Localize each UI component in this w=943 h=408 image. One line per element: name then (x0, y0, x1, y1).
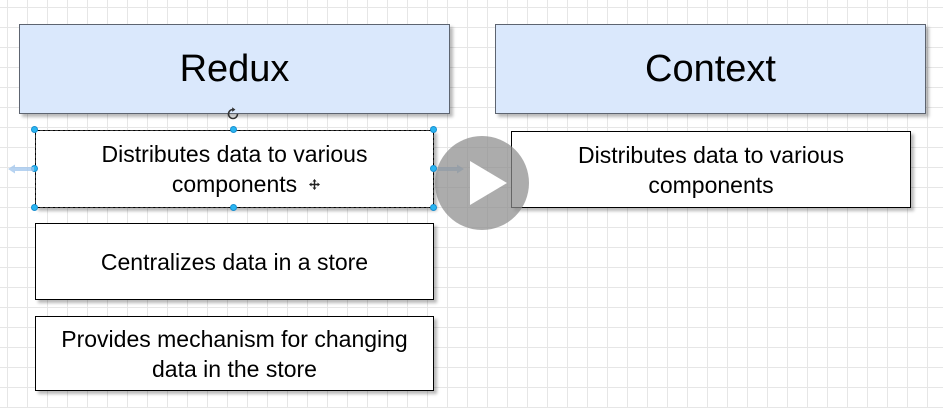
rotate-icon[interactable] (226, 107, 240, 121)
redux-item-distributes[interactable]: Distributes data to various components (35, 130, 434, 208)
context-item-distributes[interactable]: Distributes data to various components (511, 131, 911, 208)
resize-handle-bottom-right[interactable] (430, 204, 437, 211)
resize-handle-top-left[interactable] (31, 126, 38, 133)
redux-header-label: Redux (179, 47, 290, 90)
redux-item-provides-label: Provides mechanism for changing data in … (61, 325, 408, 382)
redux-item-provides[interactable]: Provides mechanism for changing data in … (35, 316, 434, 391)
redux-header[interactable]: Redux (19, 24, 450, 114)
resize-handle-top[interactable] (230, 126, 237, 133)
redux-item-centralizes[interactable]: Centralizes data in a store (35, 223, 434, 300)
resize-handle-bottom[interactable] (230, 204, 237, 211)
play-button[interactable] (435, 136, 529, 230)
play-icon (470, 161, 507, 205)
move-icon (309, 179, 320, 190)
context-header-label: Context (645, 47, 776, 90)
context-item-distributes-label: Distributes data to various components (578, 141, 844, 198)
resize-handle-bottom-left[interactable] (31, 204, 38, 211)
context-header[interactable]: Context (495, 24, 926, 114)
redux-item-distributes-label: Distributes data to various components (101, 141, 368, 197)
resize-handle-top-right[interactable] (430, 126, 437, 133)
arrow-hint-left-icon[interactable] (8, 164, 34, 174)
redux-item-centralizes-label: Centralizes data in a store (100, 248, 369, 275)
